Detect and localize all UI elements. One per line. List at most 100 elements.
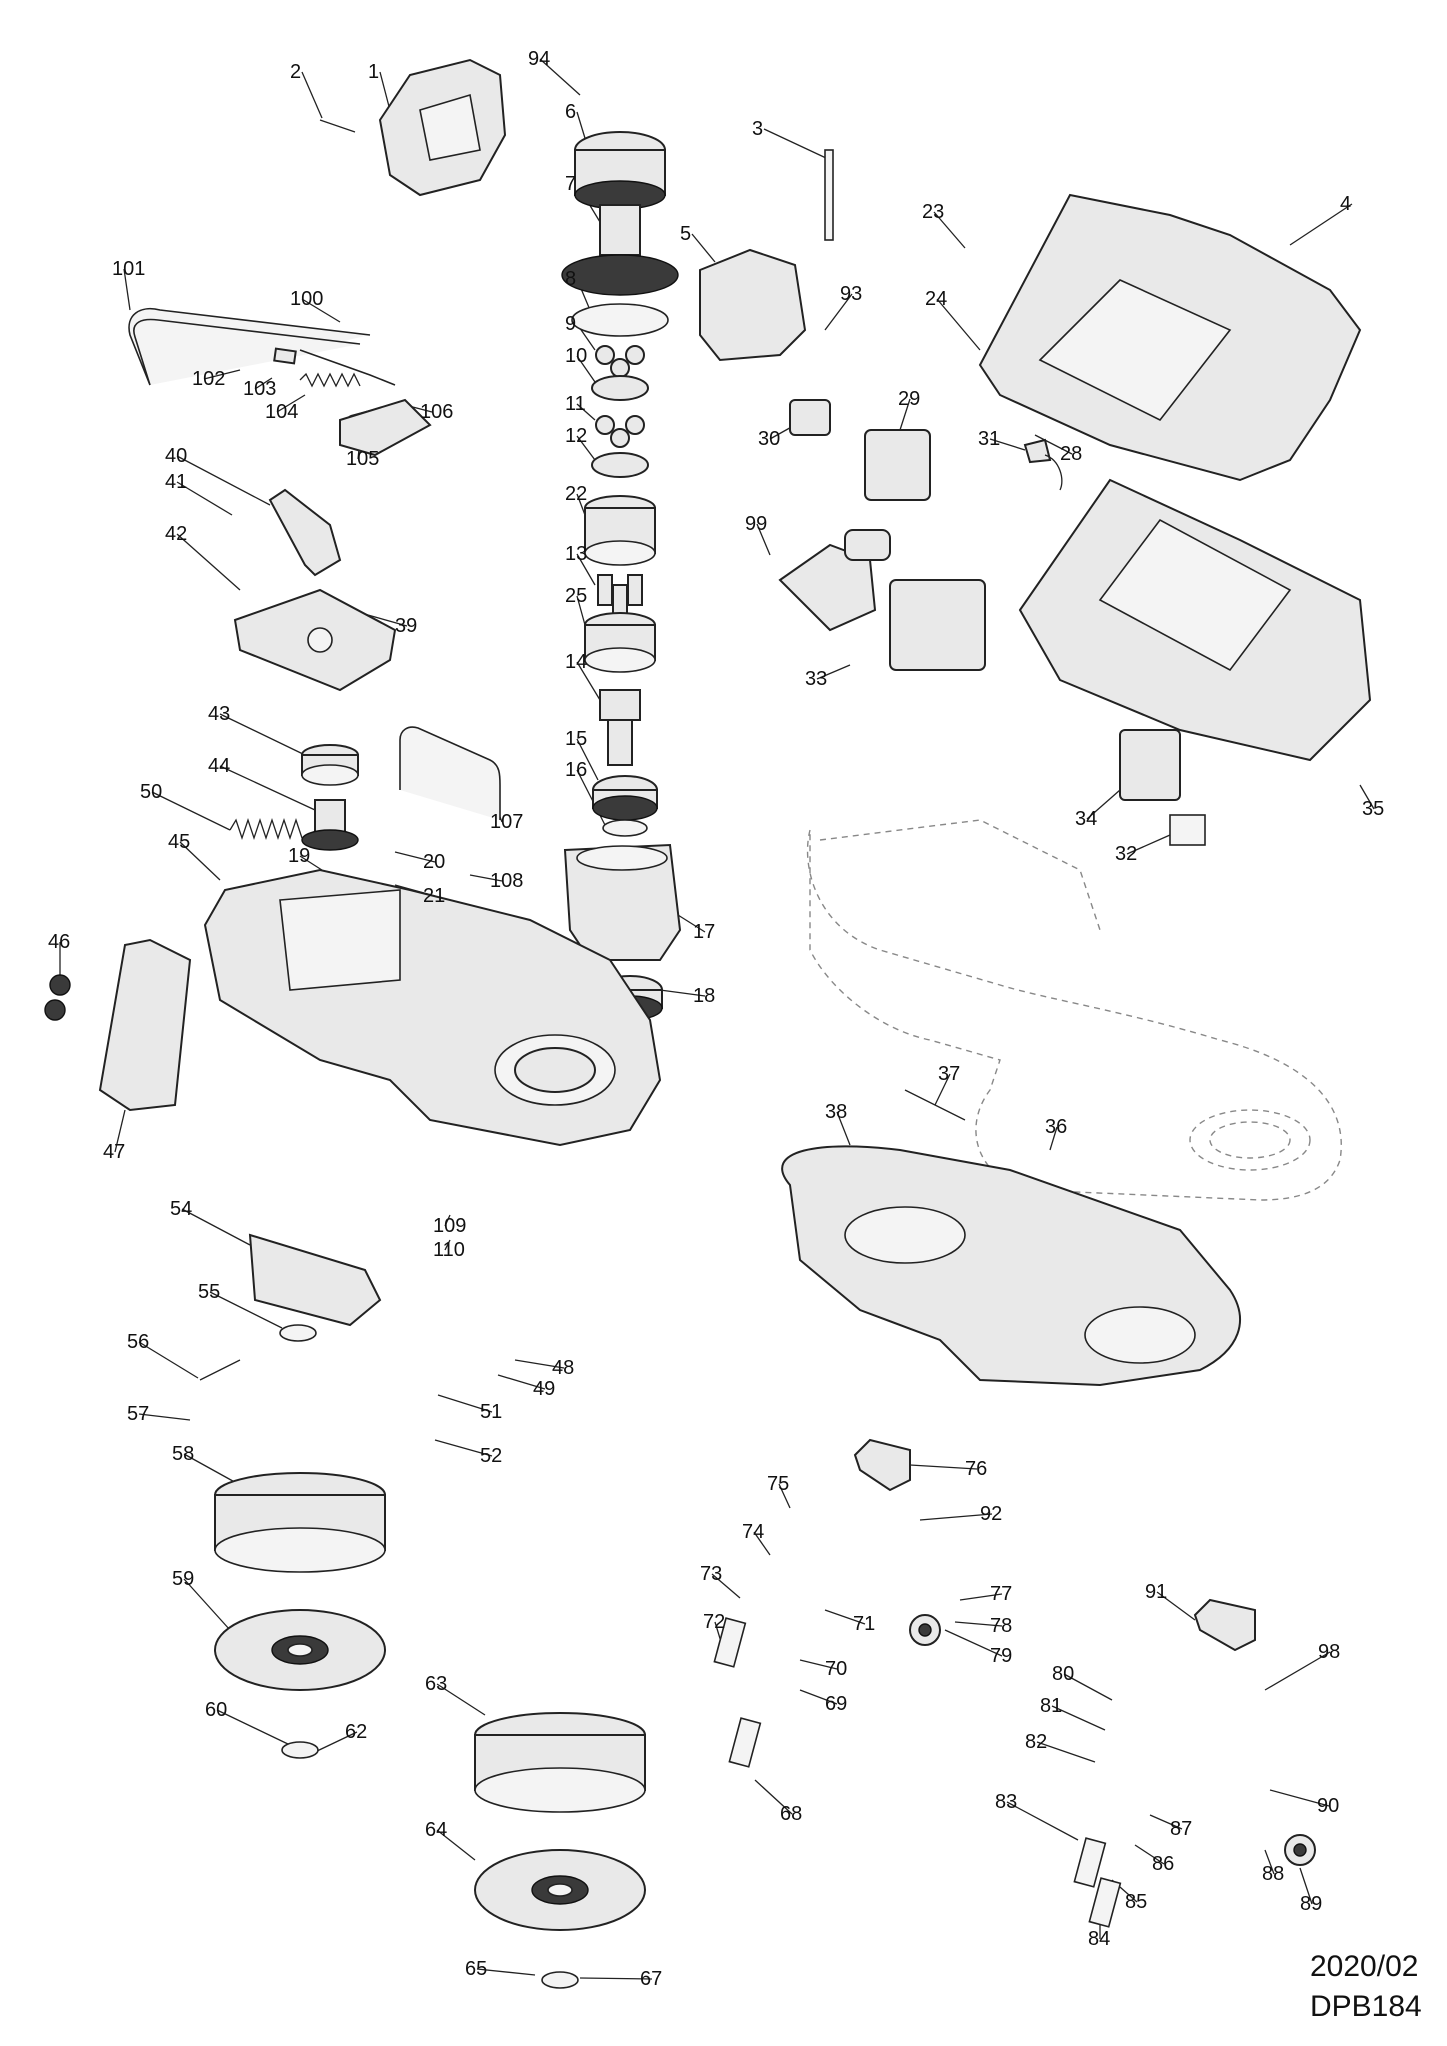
callout-14: 14 [565,651,587,673]
leader-24 [936,298,981,351]
callout-34: 34 [1075,808,1097,830]
callout-107: 107 [490,811,523,833]
spindle-14 [599,689,641,766]
leader-12 [576,435,596,461]
callout-73: 73 [700,1563,722,1585]
leader-50 [151,791,231,831]
leader-79 [944,1629,1003,1657]
bearing-15 [592,775,658,821]
leader-56 [138,1341,199,1379]
callout-91: 91 [1145,1581,1167,1603]
callout-3: 3 [752,118,763,140]
carrier-10 [591,375,649,401]
callout-52: 52 [480,1445,502,1467]
callout-59: 59 [172,1568,194,1590]
wheel-64 [474,1849,646,1931]
callout-13: 13 [565,543,587,565]
callout-7: 7 [565,173,576,195]
leader-35 [1359,784,1375,810]
bolt-3 [824,149,834,241]
callout-45: 45 [168,831,190,853]
leader-2 [301,71,323,119]
washer-67 [541,1971,579,1989]
callout-58: 58 [172,1443,194,1465]
gear-set-13 [597,574,643,616]
lever-30 [789,399,831,436]
washer-55 [279,1324,317,1342]
ghost-housing-outline [806,819,1342,1201]
revision-date: 2020/02 [1310,1950,1419,1983]
callout-101: 101 [112,258,145,280]
housing-4 [978,193,1362,482]
callout-105: 105 [346,448,379,470]
wheel-59 [214,1609,386,1691]
motor-housing-5 [699,248,807,362]
leader-75 [778,1483,791,1509]
callout-62: 62 [345,1721,367,1743]
callout-94: 94 [528,48,550,70]
callout-78: 78 [990,1615,1012,1637]
leader-87 [1149,1814,1183,1830]
leader-59 [183,1578,231,1631]
callout-47: 47 [103,1141,125,1163]
callout-75: 75 [767,1473,789,1495]
callout-2: 2 [290,61,301,83]
model-number: DPB184 [1310,1990,1422,2023]
callout-32: 32 [1115,843,1137,865]
callout-108: 108 [490,870,523,892]
callout-80: 80 [1052,1663,1074,1685]
callout-104: 104 [265,401,298,423]
leader-18 [659,989,706,997]
leader-67 [579,1977,653,1980]
callout-56: 56 [127,1331,149,1353]
leader-102 [203,369,241,380]
bolts-83-84 [1073,1837,1122,1928]
callout-67: 67 [640,1968,662,1990]
leader-51 [437,1394,493,1413]
callout-86: 86 [1152,1853,1174,1875]
callout-50: 50 [140,781,162,803]
knob-40 [268,488,342,577]
callout-72: 72 [703,1611,725,1633]
spring-50 [229,817,303,841]
washer-8 [571,303,669,337]
callout-4: 4 [1340,193,1351,215]
leader-33 [816,664,851,680]
frame-45 [203,868,662,1147]
leader-63 [436,1683,486,1716]
pin-56 [199,1359,241,1381]
leader-49 [497,1374,546,1390]
leader-89 [1299,1867,1313,1905]
callout-93: 93 [840,283,862,305]
leader-81 [1051,1705,1106,1731]
gear-housing-17 [563,843,682,961]
roller-79 [909,1614,941,1646]
callout-46: 46 [48,931,70,953]
leader-83 [1006,1801,1079,1841]
leader-92 [919,1513,993,1521]
callout-70: 70 [825,1658,847,1680]
callout-57: 57 [127,1403,149,1425]
callout-64: 64 [425,1819,447,1841]
callout-31: 31 [978,428,1000,450]
callout-42: 42 [165,523,187,545]
controller-33 [778,529,986,671]
callout-43: 43 [208,703,230,725]
callout-84: 84 [1088,1928,1110,1950]
leader-31 [989,438,1026,451]
leader-54 [181,1208,251,1246]
leader-69 [799,1689,838,1705]
plate-42 [233,588,397,692]
leader-109 [444,1214,451,1227]
leader-42 [176,533,241,591]
leader-29 [899,398,911,431]
armature-7 [561,204,679,296]
leader-13 [576,553,596,586]
callout-99: 99 [745,513,767,535]
gear-set-9 [595,345,645,378]
leader-lines [59,58,1375,1980]
cord-31 [1023,438,1063,491]
leader-99 [756,523,771,556]
callout-44: 44 [208,755,230,777]
